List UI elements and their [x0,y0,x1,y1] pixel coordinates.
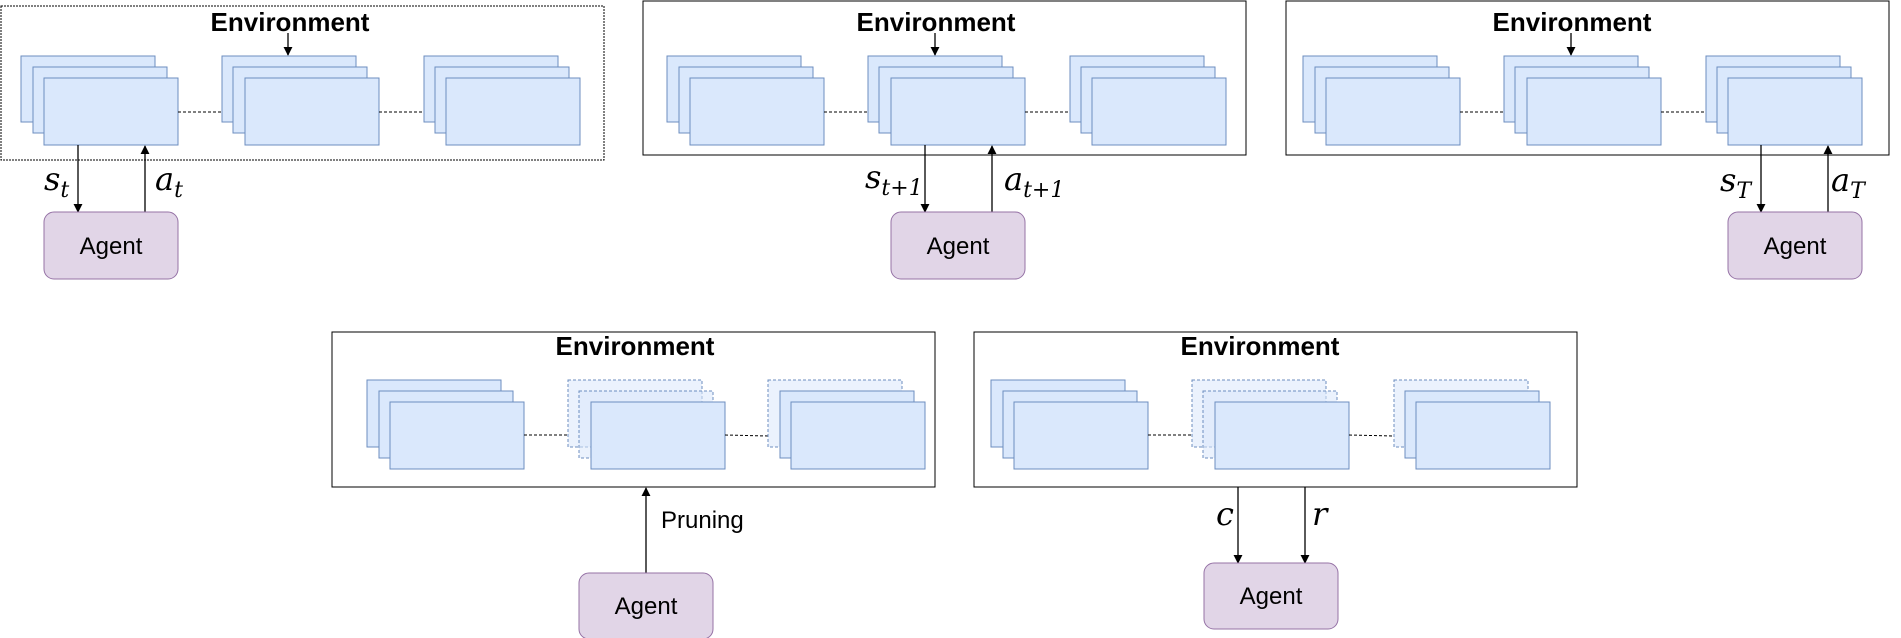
transition-connector [1348,434,1395,437]
state-box [890,77,1026,146]
state-box [244,77,380,146]
environment-box [973,331,1578,488]
state-box [1325,77,1461,146]
state-stack [1069,55,1227,146]
environment-title: Environment [1493,7,1652,37]
panel-bottom-pruning: Environment Pruning Agent [331,331,936,638]
transition-connector [724,434,769,437]
environment-box [1285,0,1890,156]
state-stack-pruned [767,379,926,470]
panel-top-3: Environment sT aT Agent [1285,0,1890,280]
agent-label: Agent [615,593,678,620]
agent-label: Agent [927,233,990,260]
panel-top-2: Environment st+1 at+1 Agent [642,0,1247,280]
agent-label: Agent [1764,233,1827,260]
panel-top-1: Environment st at Agent [0,5,605,280]
state-box [1214,401,1350,470]
state-box [1415,401,1551,470]
state-box [389,401,525,470]
environment-box [331,331,936,488]
agent-label: Agent [1240,583,1303,610]
agent-box [578,572,714,638]
c-label: c [1216,495,1234,533]
state-box [590,401,726,470]
environment-box [0,5,605,161]
environment-box [642,0,1247,156]
state-label: st [44,160,69,203]
state-label: sT [1720,161,1753,204]
action-label: at+1 [1004,160,1064,203]
state-box [1526,77,1662,146]
panel-bottom-feedback: Environment c r Agent [973,331,1578,630]
state-box [43,77,179,146]
state-box [445,77,581,146]
state-stack [1302,55,1461,146]
environment-title: Environment [1181,331,1340,361]
agent-label: Agent [80,233,143,260]
state-stack-pruned [567,379,726,470]
pruning-label: Pruning [661,507,744,534]
state-stack-pruned [1191,379,1350,470]
environment-title: Environment [556,331,715,361]
state-stack-pruned [1393,379,1551,470]
state-box [1091,77,1227,146]
action-label: at [155,160,183,203]
action-label: aT [1831,161,1867,204]
agent-box [1727,211,1863,280]
state-box [1013,401,1149,470]
state-stack [867,55,1026,146]
environment-title: Environment [857,7,1016,37]
agent-box [1203,562,1339,630]
state-stack [221,55,380,146]
state-box [790,401,926,470]
state-stack [666,55,825,146]
state-label: st+1 [865,158,923,201]
state-box [689,77,825,146]
state-stack [366,379,525,470]
state-stack [990,379,1149,470]
state-stack [1503,55,1662,146]
environment-title: Environment [211,7,370,37]
state-stack [423,55,581,146]
agent-box [43,211,179,280]
state-stack [1705,55,1863,146]
agent-box [890,211,1026,280]
state-box [1727,77,1863,146]
state-stack [20,55,179,146]
r-label: r [1312,495,1329,533]
